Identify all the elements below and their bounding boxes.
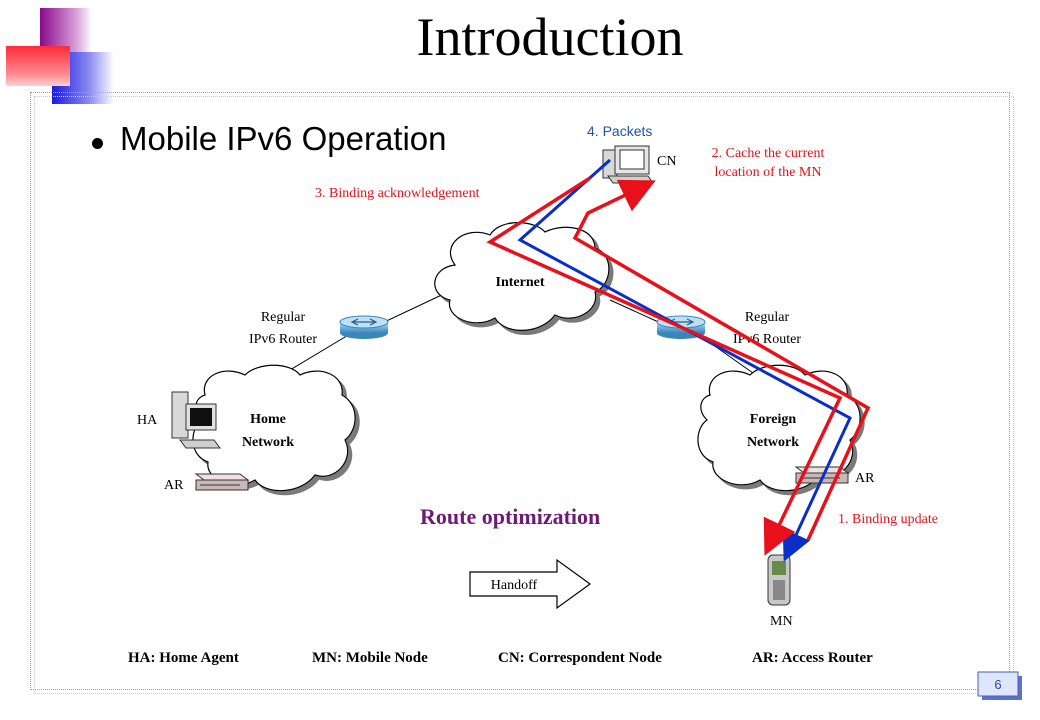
handoff-arrow [469, 558, 592, 610]
internet-label: Internet [496, 275, 545, 290]
home-agent-computer-icon [171, 391, 221, 449]
access-router-left-icon [194, 473, 250, 491]
internet-cloud [434, 222, 610, 331]
bullet-dot [92, 138, 103, 149]
binding-ack-path [486, 176, 843, 556]
step1-label: 1. Binding update [838, 512, 938, 527]
step4-label: 4. Packets [587, 123, 652, 139]
home-network-label-1: Home [250, 412, 286, 427]
link-internet-router-right [609, 299, 666, 326]
router-left-label-1: Regular [261, 310, 306, 325]
home-network-cloud [192, 364, 356, 492]
slide-subtitle: Mobile IPv6 Operation [120, 120, 447, 157]
page-number-box [977, 671, 1022, 700]
router-right-label-2: IPv6 Router [733, 332, 801, 347]
slide-frame-shadow [34, 96, 1014, 694]
step3-label: 3. Binding acknowledgement [315, 186, 480, 201]
legend-cn: CN: Correspondent Node [498, 650, 662, 666]
mobile-node-phone-icon [767, 554, 791, 606]
ar-right-label: AR [855, 471, 875, 486]
home-network-label-2: Network [242, 435, 294, 450]
slide-frame [30, 92, 1010, 690]
legend-ha: HA: Home Agent [128, 650, 239, 666]
legend-ar: AR: Access Router [752, 650, 873, 666]
correspondent-node-computer-icon [602, 145, 654, 184]
legend-mn: MN: Mobile Node [312, 650, 428, 666]
foreign-network-label-1: Foreign [750, 412, 797, 427]
page-number: 6 [994, 677, 1001, 692]
router-left-label-2: IPv6 Router [249, 332, 317, 347]
route-optimization-title: Route optimization [420, 504, 600, 529]
cn-label: CN [657, 154, 676, 169]
foreign-network-cloud [697, 364, 861, 492]
link-router-internet [379, 291, 449, 325]
handoff-label: Handoff [491, 578, 538, 593]
ha-label: HA [137, 413, 158, 428]
packets-path [517, 158, 852, 562]
ar-left-label: AR [164, 478, 184, 493]
router-right-label-1: Regular [745, 310, 790, 325]
decor-square-red [6, 46, 70, 86]
mn-label: MN [770, 614, 793, 629]
binding-update-path [572, 179, 871, 541]
router-left-icon [339, 315, 389, 339]
foreign-network-label-2: Network [747, 435, 799, 450]
step2-label-1: 2. Cache the current [712, 146, 825, 161]
step2-label-2: location of the MN [715, 165, 822, 180]
slide-title: Introduction [416, 7, 684, 67]
